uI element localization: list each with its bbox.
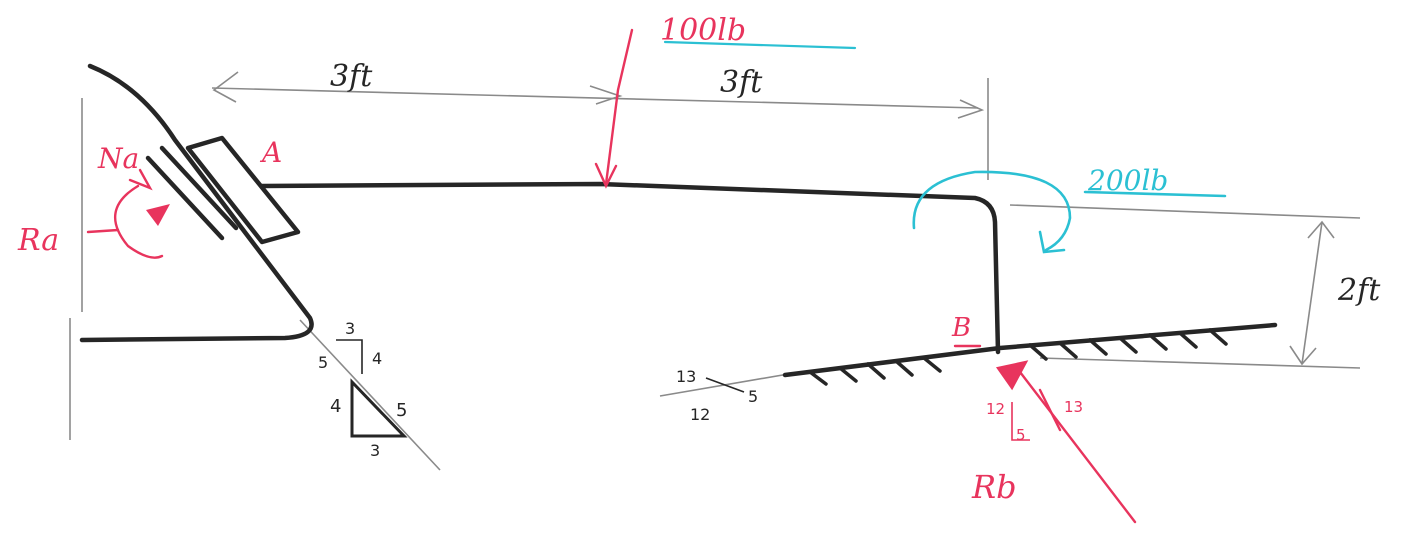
slope-triangles [336, 339, 1030, 441]
dimension-arrow-right [957, 99, 985, 119]
reaction-rb-line [1018, 370, 1137, 524]
couple-arrowhead [1038, 230, 1066, 254]
reaction-a-moment-label: Ra [17, 223, 59, 258]
red-annotations [86, 28, 1137, 524]
height-dimension-line [1301, 221, 1323, 365]
height-label: 2ft [1337, 273, 1381, 308]
slope-12: 12 [690, 405, 710, 424]
couple-arc [912, 170, 1072, 252]
small-incline-triangle [336, 339, 363, 374]
tri-small-3: 3 [345, 319, 355, 338]
inclined-ground [782, 322, 1278, 378]
slope-5: 5 [748, 387, 758, 406]
reaction-b-label: Rb [971, 468, 1017, 506]
ground-slope-triangle [705, 377, 745, 393]
dimension-left-label: 3ft [330, 59, 373, 94]
curved-inclined-member [79, 63, 314, 343]
hatch-mark [808, 370, 828, 386]
beam-structure [79, 63, 1278, 378]
moment-ra-arc [114, 184, 164, 259]
height-extension-bottom [1039, 357, 1361, 369]
height-arrow-top [1307, 220, 1335, 239]
hatch-mark [1148, 333, 1168, 351]
tri-b-12: 12 [986, 400, 1005, 418]
force-100lb-arrowhead [594, 162, 618, 189]
roller-block-a [185, 135, 301, 245]
hatch-mark [1118, 336, 1138, 354]
tri-b-5: 5 [1016, 426, 1026, 444]
slope-extension-line [659, 371, 801, 397]
hatch-mark [838, 366, 858, 383]
tri-small-4: 4 [372, 349, 382, 368]
reaction-rb-line-2 [1038, 388, 1062, 432]
ra-leader [86, 228, 120, 234]
point-a-label: A [259, 136, 282, 169]
tri-small-5: 5 [318, 353, 328, 372]
reaction-a-normal-label: Na [97, 142, 139, 175]
tri-b-13: 13 [1064, 398, 1083, 416]
dimension-arrow-left [212, 71, 239, 103]
hatch-mark [1058, 341, 1078, 359]
tri-large-3: 3 [370, 441, 380, 460]
reaction-triangle [1011, 402, 1030, 441]
tri-large-5: 5 [396, 400, 407, 421]
couple-label: 200lb [1087, 164, 1168, 197]
na-arrowhead [146, 204, 170, 226]
pencil-guides [69, 71, 1361, 471]
height-extension-top [1009, 204, 1361, 219]
reaction-rb-arrowhead [995, 360, 1029, 391]
hatch-mark [1028, 343, 1048, 361]
moment-ra-arrowhead [128, 168, 153, 191]
couple-label-underline [1083, 190, 1227, 198]
hatch-mark [1088, 338, 1108, 356]
dimension-tick-mid [589, 85, 623, 105]
hatch-mark [1178, 331, 1198, 349]
height-arrow-bottom [1289, 345, 1317, 366]
incline-extension-line [299, 319, 441, 471]
hatch-mark [1208, 328, 1228, 346]
dimension-line-top [211, 87, 979, 109]
force-label-underline [663, 40, 857, 50]
hatch-mark [866, 362, 886, 380]
slope-13: 13 [676, 367, 696, 386]
force-100lb-arrow-shaft [604, 28, 634, 186]
ground-hatching [808, 328, 1228, 386]
couple-200lb [912, 170, 1227, 254]
dimension-right-label: 3ft [720, 65, 763, 100]
slot-roller-a-lines [145, 145, 239, 241]
horizontal-beam [259, 181, 1001, 355]
hatch-mark [922, 356, 942, 373]
point-b-label: B [951, 313, 971, 343]
hatch-mark [894, 359, 914, 377]
incline-triangle [350, 378, 408, 438]
force-top-label: 100lb [660, 13, 746, 48]
tri-large-4: 4 [330, 396, 341, 417]
